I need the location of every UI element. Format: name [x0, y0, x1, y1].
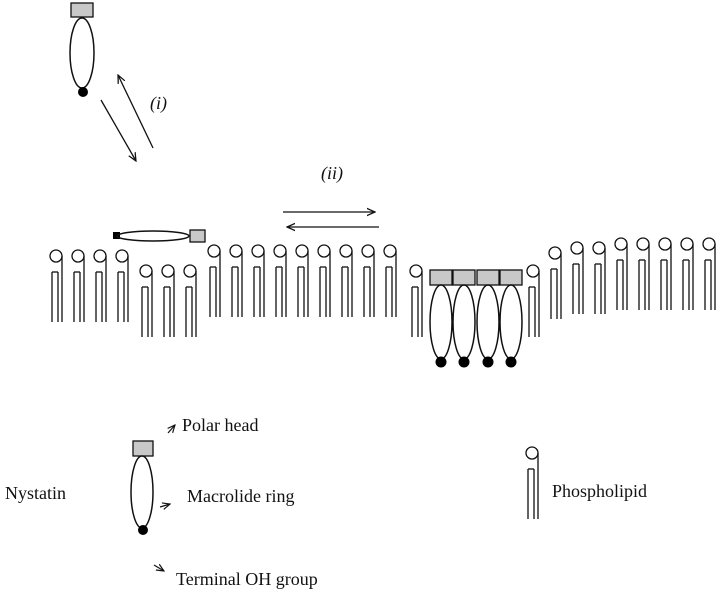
lipid-membrane [49, 237, 716, 337]
phospholipid [115, 249, 129, 322]
legend-nystatin: Nystatin [5, 483, 66, 503]
phospholipid [680, 237, 694, 310]
phospholipid [526, 264, 540, 337]
phospholipid [273, 244, 287, 317]
phospholipid [295, 244, 309, 317]
adsorbed-nystatin-molecule [113, 229, 206, 243]
phospholipid [317, 244, 331, 317]
phospholipid [525, 446, 539, 519]
nystatin-pore [429, 269, 523, 368]
phospholipid [383, 244, 397, 317]
phospholipid-icon [525, 446, 539, 519]
phospholipid [592, 241, 606, 314]
phospholipid [702, 237, 716, 310]
legend-phospholipid: Phospholipid [552, 481, 647, 501]
pore-nystatin-molecule [499, 269, 523, 368]
macrolide-ring-pointer [159, 504, 170, 507]
phospholipid [548, 246, 562, 319]
phospholipid [658, 237, 672, 310]
terminal-oh-pointer [153, 565, 164, 571]
phospholipid [93, 249, 107, 322]
phospholipid [229, 244, 243, 317]
phospholipid [570, 241, 584, 314]
pore-nystatin-molecule [429, 269, 453, 368]
phospholipid [71, 249, 85, 322]
pore-nystatin-molecule [452, 269, 476, 368]
legend-macrolide-ring: Macrolide ring [187, 486, 294, 506]
phospholipid [139, 264, 153, 337]
pore-nystatin-molecule [476, 269, 500, 368]
free-nystatin-molecule [69, 2, 95, 97]
phospholipid [251, 244, 265, 317]
step-i-equilibrium-arrows [100, 75, 154, 161]
phospholipid [361, 244, 375, 317]
phospholipid [161, 264, 175, 337]
legend-terminal-oh: Terminal OH group [176, 569, 318, 589]
legend-polar-head: Polar head [182, 415, 258, 435]
step-i-label: (i) [150, 93, 167, 114]
phospholipid [409, 264, 423, 337]
step-ii-label: (ii) [321, 163, 343, 184]
polar-head-pointer [168, 425, 175, 434]
phospholipid [339, 244, 353, 317]
phospholipid [207, 244, 221, 317]
phospholipid [636, 237, 650, 310]
legend-nystatin-molecule [130, 440, 154, 535]
legend: Polar head Macrolide ring Terminal OH gr… [5, 415, 647, 589]
phospholipid [49, 249, 63, 322]
phospholipid [183, 264, 197, 337]
phospholipid [614, 237, 628, 310]
step-ii-equilibrium-arrows [283, 212, 379, 227]
